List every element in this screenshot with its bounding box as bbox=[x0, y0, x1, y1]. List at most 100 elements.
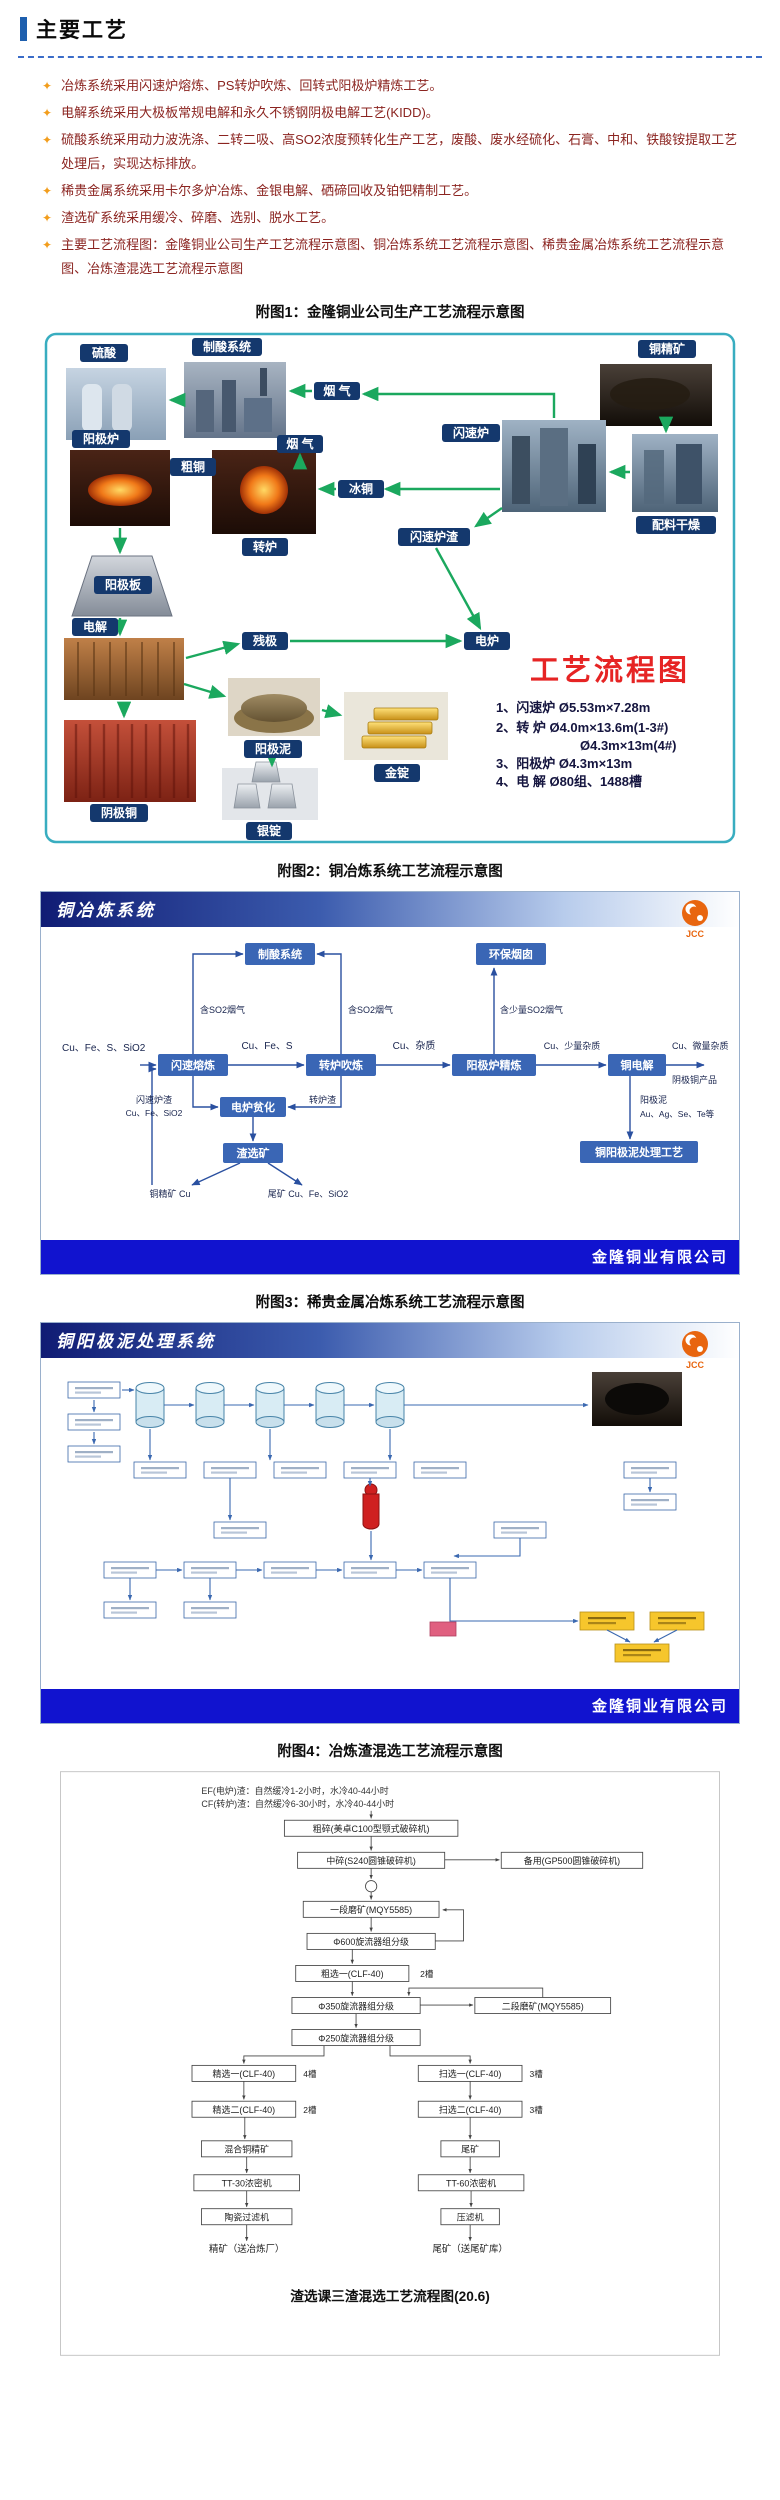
stream-gas-2: 含SO2烟气 bbox=[348, 1004, 393, 1015]
svg-text:粗碎(美卓C100型颚式破碎机): 粗碎(美卓C100型颚式破碎机) bbox=[313, 1823, 430, 1834]
svg-text:3槽: 3槽 bbox=[530, 2105, 544, 2115]
svg-text:Φ250旋流器组分级: Φ250旋流器组分级 bbox=[318, 2033, 394, 2044]
figure2-header-band bbox=[41, 892, 739, 928]
svg-text:转炉: 转炉 bbox=[253, 539, 277, 554]
figure2-company-name: 金隆铜业有限公司 bbox=[591, 1248, 728, 1266]
svg-text:2槽: 2槽 bbox=[303, 2105, 317, 2115]
svg-text:Ø4.3m×13m(4#): Ø4.3m×13m(4#) bbox=[580, 738, 676, 753]
list-item: ✦ 冶炼系统采用闪速炉熔炼、PS转炉吹炼、回转式阳极炉精炼工艺。 bbox=[42, 74, 750, 98]
svg-text:精选二(CLF-40): 精选二(CLF-40) bbox=[213, 2104, 276, 2115]
cooling-note-ef: EF(电炉)渣：自然缓冷1-2小时，水冷40-44小时 bbox=[201, 1785, 388, 1796]
diamond-bullet-icon: ✦ bbox=[42, 238, 53, 253]
box-slime-process: 铜阳极泥处理工艺 bbox=[580, 1141, 698, 1164]
figure1-diagram: 硫酸 制酸系统 烟 气 烟 气 铜精矿 闪速炉 配料干燥 阳极炉 粗铜 转炉 冰… bbox=[44, 333, 736, 844]
pump-symbol bbox=[365, 1880, 378, 1893]
node-rougher-1: 粗选一(CLF-40) 2槽 bbox=[295, 1965, 434, 1983]
output-concentrate: 精矿（送冶炼厂） bbox=[209, 2243, 284, 2254]
figure4-flow-lines bbox=[242, 1811, 544, 2242]
dashed-divider bbox=[18, 56, 762, 58]
page-title: 主要工艺 bbox=[36, 19, 128, 42]
label-copper-concentrate: 铜精矿 bbox=[638, 340, 696, 359]
box-converting: 转炉吹炼 bbox=[306, 1054, 376, 1077]
svg-text:铜电解: 铜电解 bbox=[620, 1058, 654, 1072]
box-electrorefining: 铜电解 bbox=[608, 1054, 666, 1077]
svg-text:Φ350旋流器组分级: Φ350旋流器组分级 bbox=[318, 2001, 394, 2012]
figure4-process-nodes: 粗碎(美卓C100型颚式破碎机) 中碎(S240圆锥破碎机) 备用(GP500圆… bbox=[191, 1820, 644, 2254]
list-item: ✦ 主要工艺流程图：金隆铜业公司生产工艺流程示意图、铜冶炼系统工艺流程示意图、稀贵… bbox=[42, 233, 750, 281]
figure3-diagram: 铜阳极泥处理系统 JCC bbox=[40, 1322, 740, 1725]
svg-text:制酸系统: 制酸系统 bbox=[258, 947, 302, 961]
node-cleaner-2: 精选二(CLF-40) 2槽 bbox=[191, 2101, 317, 2119]
stream-flash-slag: 闪速炉渣 bbox=[136, 1094, 172, 1105]
figure2-stream-labels: Cu、Fe、S、SiO2 Cu、Fe、S Cu、杂质 Cu、少量杂质 Cu、微量… bbox=[62, 1004, 729, 1199]
box-acid-plant: 制酸系统 bbox=[245, 943, 315, 966]
label-electric-furnace: 电炉 bbox=[464, 632, 510, 651]
bullet-text: 冶炼系统采用闪速炉熔炼、PS转炉吹炼、回转式阳极炉精炼工艺。 bbox=[61, 78, 443, 93]
svg-text:粗铜: 粗铜 bbox=[181, 459, 205, 474]
svg-text:1、闪速炉 Ø5.53m×7.28m: 1、闪速炉 Ø5.53m×7.28m bbox=[496, 700, 650, 715]
svg-text:混合铜精矿: 混合铜精矿 bbox=[224, 2144, 269, 2155]
figure4-caption: 附图4：冶炼渣混选工艺流程示意图 bbox=[277, 1744, 503, 1761]
stream-cathode-1: Cu、微量杂质 bbox=[672, 1040, 729, 1051]
svg-text:备用(GP500圆锥破碎机): 备用(GP500圆锥破碎机) bbox=[524, 1855, 620, 1866]
diamond-bullet-icon: ✦ bbox=[42, 79, 53, 93]
svg-text:一段磨矿(MQY5585): 一段磨矿(MQY5585) bbox=[330, 1904, 412, 1915]
svg-text:2槽: 2槽 bbox=[420, 1970, 434, 1980]
stream-cathode-2: 阴极铜产品 bbox=[672, 1074, 717, 1085]
list-item: ✦硫酸系统采用动力波洗涤、二转二吸、高SO2浓度预转化生产工艺，废酸、废水经硫化… bbox=[42, 128, 750, 176]
svg-text:陶瓷过滤机: 陶瓷过滤机 bbox=[224, 2212, 269, 2223]
svg-text:转炉吹炼: 转炉吹炼 bbox=[319, 1058, 363, 1072]
stream-feed: Cu、Fe、S、SiO2 bbox=[62, 1043, 146, 1054]
bullet-text: 主要工艺流程图：金隆铜业公司生产工艺流程示意图、铜冶炼系统工艺流程示意图、稀贵金… bbox=[61, 237, 725, 277]
bullet-text: 稀贵金属系统采用卡尔多炉冶炼、金银电解、硒碲回收及铂钯精制工艺。 bbox=[61, 183, 478, 199]
stream-slime: 阳极泥 bbox=[640, 1094, 667, 1105]
svg-text:扫选一(CLF-40): 扫选一(CLF-40) bbox=[439, 2069, 502, 2080]
red-vessel-shape bbox=[362, 1493, 380, 1530]
svg-text:铜阳极泥处理工艺: 铜阳极泥处理工艺 bbox=[594, 1145, 683, 1159]
node-cyclone-600: Φ600旋流器组分级 bbox=[306, 1933, 436, 1951]
bullet-text: 电解系统采用大极板常规电解和永久不锈钢阴极电解工艺(KIDD)。 bbox=[61, 105, 439, 121]
node-cyclone-350: Φ350旋流器组分级 bbox=[291, 1997, 421, 2015]
stream-converter-slag: 转炉渣 bbox=[309, 1094, 336, 1105]
figure3-header-band bbox=[41, 1323, 739, 1359]
node-cleaner-1: 精选一(CLF-40) 4槽 bbox=[191, 2065, 317, 2083]
label-converter: 转炉 bbox=[242, 538, 288, 557]
svg-text:渣选矿: 渣选矿 bbox=[237, 1146, 270, 1160]
label-sulfuric-acid: 硫酸 bbox=[80, 344, 128, 363]
node-thickener-60: TT-60浓密机 bbox=[417, 2174, 525, 2192]
svg-text:二段磨矿(MQY5585): 二段磨矿(MQY5585) bbox=[502, 2001, 584, 2012]
label-acid-system: 制酸系统 bbox=[192, 338, 262, 357]
figure3-flowchart-shapes bbox=[67, 1372, 705, 1663]
svg-text:精选一(CLF-40): 精选一(CLF-40) bbox=[213, 2069, 276, 2080]
figure2-footer-band bbox=[41, 1240, 739, 1275]
label-blister-copper: 粗铜 bbox=[170, 458, 216, 477]
svg-text:闪速熔炼: 闪速熔炼 bbox=[171, 1058, 215, 1072]
bullet-text: 硫酸系统采用动力波洗涤、二转二吸、高SO2浓度预转化生产工艺，废酸、废水经硫化、… bbox=[61, 132, 738, 172]
svg-text:粗选一(CLF-40): 粗选一(CLF-40) bbox=[321, 1969, 384, 1980]
svg-text:烟 气: 烟 气 bbox=[323, 383, 350, 398]
svg-text:环保烟囱: 环保烟囱 bbox=[489, 947, 533, 961]
figure1: 硫酸 制酸系统 烟 气 烟 气 铜精矿 闪速炉 配料干燥 阳极炉 粗铜 转炉 冰… bbox=[18, 332, 762, 844]
figure2-caption: 附图2：铜冶炼系统工艺流程示意图 bbox=[277, 864, 503, 881]
node-mid-crush: 中碎(S240圆锥破碎机) bbox=[297, 1852, 446, 1870]
svg-text:3槽: 3槽 bbox=[530, 2070, 544, 2080]
label-flue-gas-1: 烟 气 bbox=[314, 382, 360, 401]
svg-text:TT-60浓密机: TT-60浓密机 bbox=[446, 2178, 496, 2189]
node-tailings: 尾矿 bbox=[440, 2140, 500, 2158]
figure1-node-labels: 硫酸 制酸系统 烟 气 烟 气 铜精矿 闪速炉 配料干燥 阳极炉 粗铜 转炉 冰… bbox=[72, 338, 716, 841]
svg-text:电炉贫化: 电炉贫化 bbox=[231, 1100, 275, 1114]
svg-text:硫酸: 硫酸 bbox=[92, 345, 117, 360]
label-anode-furnace: 阳极炉 bbox=[72, 430, 130, 449]
svg-text:4槽: 4槽 bbox=[303, 2070, 317, 2080]
node-coarse-crush: 粗碎(美卓C100型颚式破碎机) bbox=[283, 1820, 459, 1838]
svg-text:烟 气: 烟 气 bbox=[286, 436, 313, 451]
node-thickener-30: TT-30浓密机 bbox=[193, 2174, 300, 2192]
figure3-flow-arrows bbox=[91, 1388, 678, 1643]
svg-text:银锭: 银锭 bbox=[257, 823, 281, 838]
list-item: ✦渣选矿系统采用缓冷、碎磨、选别、脱水工艺。 bbox=[42, 206, 750, 230]
figure2-diagram: 铜冶炼系统 JCC bbox=[40, 891, 740, 1276]
figure3: 铜阳极泥处理系统 JCC bbox=[18, 1322, 762, 1725]
svg-text:电解: 电解 bbox=[83, 619, 107, 634]
svg-text:配料干燥: 配料干燥 bbox=[652, 517, 701, 532]
figure2-border bbox=[40, 891, 740, 1276]
